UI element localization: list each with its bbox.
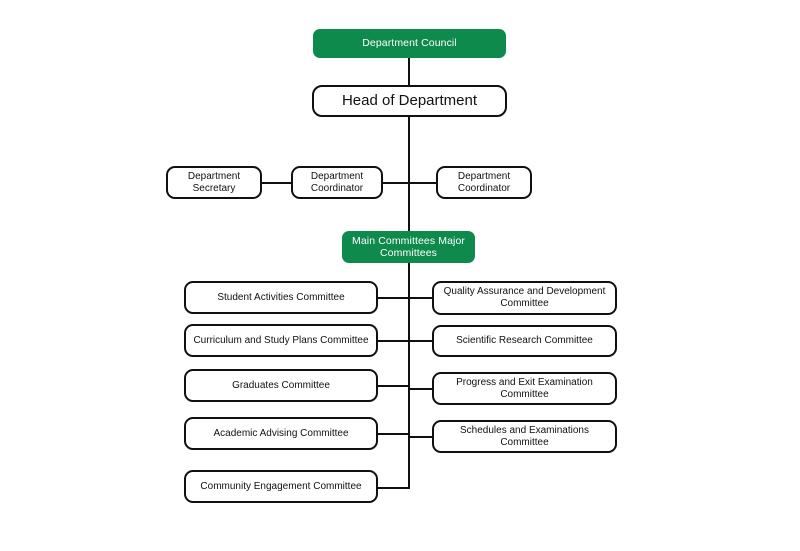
node-curriculum-and-study-plans-committee[interactable]: Curriculum and Study Plans Committee [184, 324, 378, 357]
branch-line-row-1-right [408, 297, 434, 300]
node-label: Quality Assurance and Development Commit… [443, 286, 606, 309]
node-quality-assurance-and-development-committee[interactable]: Quality Assurance and Development Commit… [432, 281, 617, 315]
node-scientific-research-committee[interactable]: Scientific Research Committee [432, 325, 617, 357]
node-label: Academic Advising Committee [213, 427, 349, 439]
node-label: Schedules and Examinations Committee [460, 424, 589, 448]
node-graduates-committee[interactable]: Graduates Committee [184, 369, 378, 402]
node-department-secretary[interactable]: Department Secretary [166, 166, 262, 199]
branch-line-row-5-left [376, 487, 410, 490]
connector-secretary-to-coordinator [261, 182, 293, 185]
connector-council-to-head [408, 58, 411, 88]
node-label: Main Committees Major Committees [352, 234, 465, 259]
node-label: Graduates Committee [232, 379, 330, 391]
node-community-engagement-committee[interactable]: Community Engagement Committee [184, 470, 378, 503]
node-label: Scientific Research Committee [456, 335, 593, 347]
node-head-of-department[interactable]: Head of Department [312, 85, 507, 117]
node-label: Head of Department [341, 92, 478, 110]
connector-coordinators-to-committees [408, 182, 411, 233]
node-department-coordinator-left[interactable]: Department Coordinator [291, 166, 383, 199]
branch-line-row-3-left [376, 385, 410, 388]
node-department-council[interactable]: Department Council [313, 29, 506, 58]
branch-line-row-3-right [408, 388, 434, 391]
connector-committees-trunk [408, 262, 411, 489]
node-label: Department Coordinator [457, 170, 511, 194]
node-progress-and-exit-examination-committee[interactable]: Progress and Exit Examination Committee [432, 372, 617, 405]
node-student-activities-committee[interactable]: Student Activities Committee [184, 281, 378, 314]
branch-line-row-4-left [376, 433, 410, 436]
node-main-committees[interactable]: Main Committees Major Committees [342, 231, 475, 263]
node-department-coordinator-right[interactable]: Department Coordinator [436, 166, 532, 199]
node-label: Department Coordinator [310, 170, 364, 194]
node-academic-advising-committee[interactable]: Academic Advising Committee [184, 417, 378, 450]
node-label: Community Engagement Committee [200, 480, 362, 492]
node-label: Department Council [362, 37, 457, 50]
branch-line-row-1-left [376, 297, 410, 300]
node-label: Student Activities Committee [217, 291, 345, 303]
branch-line-row-2-right [408, 340, 434, 343]
node-label: Department Secretary [187, 170, 241, 194]
branch-line-row-4-right [408, 436, 434, 439]
connector-head-to-coordinators [408, 115, 411, 183]
branch-line-row-2-left [376, 340, 410, 343]
node-schedules-and-examinations-committee[interactable]: Schedules and Examinations Committee [432, 420, 617, 453]
node-label: Curriculum and Study Plans Committee [193, 334, 369, 346]
node-label: Progress and Exit Examination Committee [456, 376, 593, 400]
